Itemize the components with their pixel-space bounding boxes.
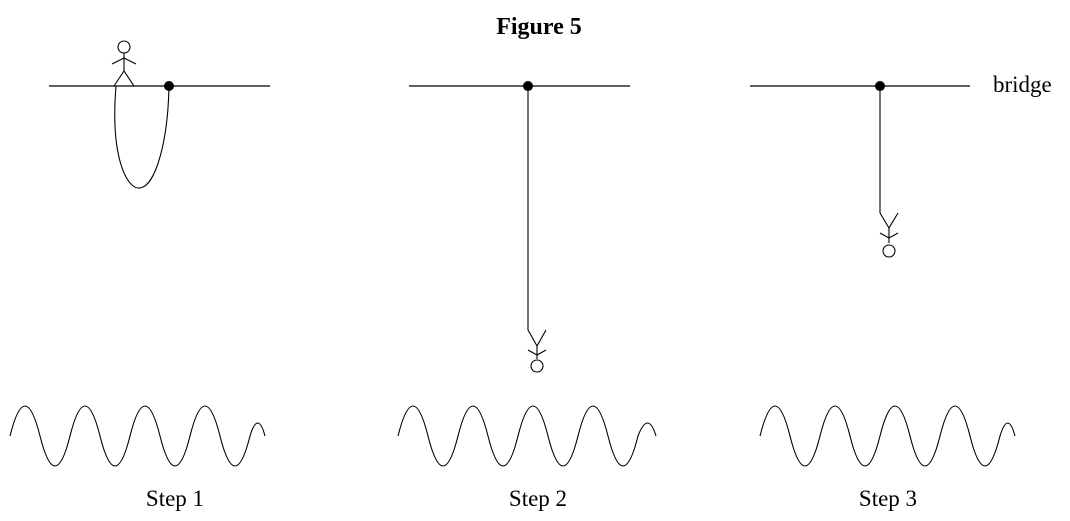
step-3-panel: Step 3 [750,81,1016,511]
step-2-label: Step 2 [509,486,567,511]
figure-title: Figure 5 [496,14,582,40]
person-icon [879,212,899,258]
person-icon [111,40,137,87]
step-2-panel: Step 2 [397,81,657,511]
step-1-panel: Step 1 [9,40,270,511]
bridge-label: bridge [993,72,1052,97]
water-wave-icon [9,405,266,467]
person-icon [527,329,547,373]
water-wave-icon [759,405,1016,467]
water-wave-icon [397,405,657,467]
step-1-label: Step 1 [146,486,204,511]
bungee-cord-icon [114,85,170,189]
step-3-label: Step 3 [859,486,917,511]
